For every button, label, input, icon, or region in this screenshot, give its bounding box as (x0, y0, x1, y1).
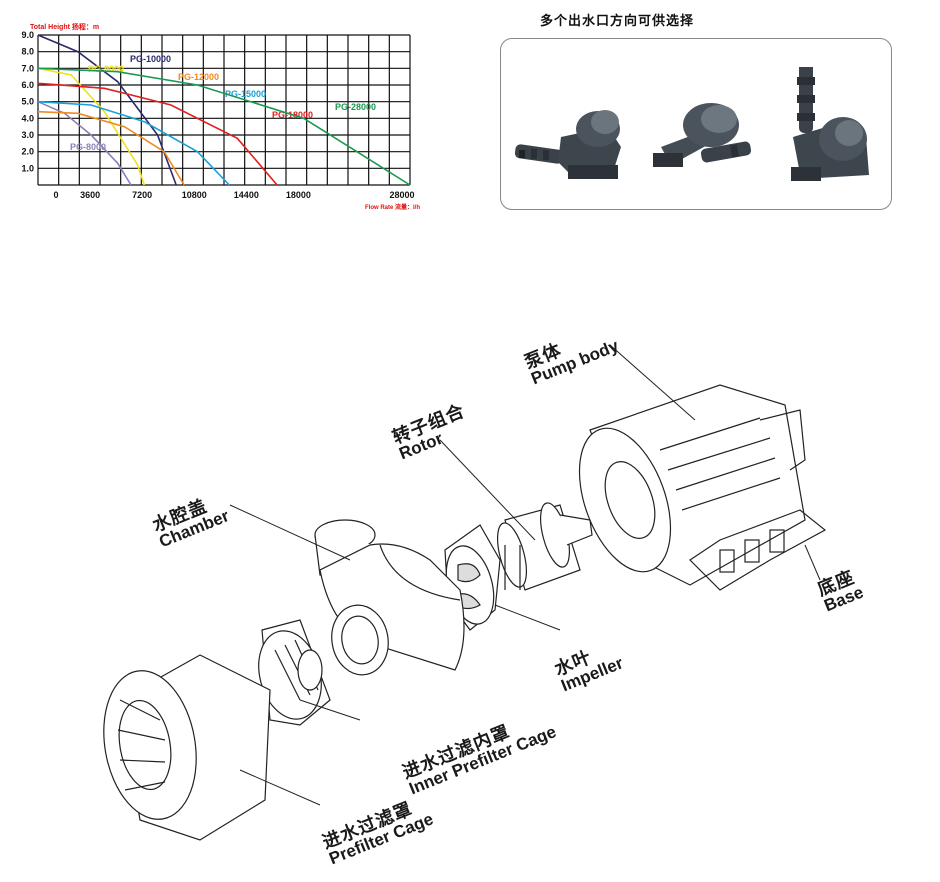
x-tick-label: 28000 (389, 190, 414, 200)
series-label: PG-10000 (130, 54, 171, 64)
series-line-pg-28000 (37, 67, 411, 186)
y-tick-label: 8.0 (21, 47, 34, 57)
outlet-options-panel (500, 38, 892, 210)
series-label: PG-9000 (88, 64, 124, 74)
series-line-pg-8000 (37, 100, 132, 186)
series-label: PG-8000 (70, 142, 106, 152)
panel-title: 多个出水口方向可供选择 (540, 13, 695, 28)
y-tick-label: 4.0 (21, 113, 34, 123)
y-tick-label: 9.0 (21, 30, 34, 40)
chart-canvas: 9.0 8.0 7.0 6.0 5.0 4.0 3.0 2.0 1.0 0 3600 7200 1080… (21, 30, 420, 211)
pump-top-outlet (771, 63, 891, 192)
x-tick-label: 18000 (286, 190, 311, 200)
y-tick-label: 5.0 (21, 97, 34, 107)
y-tick-label: 1.0 (21, 163, 34, 173)
y-tick-label: 7.0 (21, 63, 34, 73)
series-label: PG-12000 (178, 72, 219, 82)
rotor-drawing (497, 502, 593, 591)
performance-chart: Total Height 扬程：m 9.0 8.0 7.0 6.0 5.0 4.0 3.0 2… (0, 0, 430, 215)
series-label: PG-15000 (225, 89, 266, 99)
pump-body-drawing (578, 384, 827, 591)
y-tick-label: 3.0 (21, 130, 34, 140)
chamber-drawing (314, 519, 465, 676)
series-line-pg-15000 (37, 100, 230, 186)
x-axis-label: Flow Rate 流量：l/h (365, 203, 420, 211)
inner-prefilter-drawing (258, 619, 331, 726)
series-label: PG-28000 (335, 102, 376, 112)
series-line-pg-18000 (37, 82, 278, 186)
pump-angled-outlet (641, 67, 761, 192)
x-tick-label: 14400 (234, 190, 259, 200)
series-line-pg-12000 (37, 110, 185, 186)
series-line-pg-9000 (37, 67, 146, 186)
x-tick-label: 7200 (132, 190, 152, 200)
x-tick-label: 3600 (80, 190, 100, 200)
x-tick-label: 10800 (182, 190, 207, 200)
x-tick-label: 0 (53, 190, 58, 200)
pump-side-outlet (513, 67, 633, 192)
y-tick-label: 6.0 (21, 80, 34, 90)
y-tick-label: 2.0 (21, 147, 34, 157)
prefilter-drawing (103, 654, 271, 841)
y-axis-label: Total Height 扬程：m (30, 24, 100, 31)
